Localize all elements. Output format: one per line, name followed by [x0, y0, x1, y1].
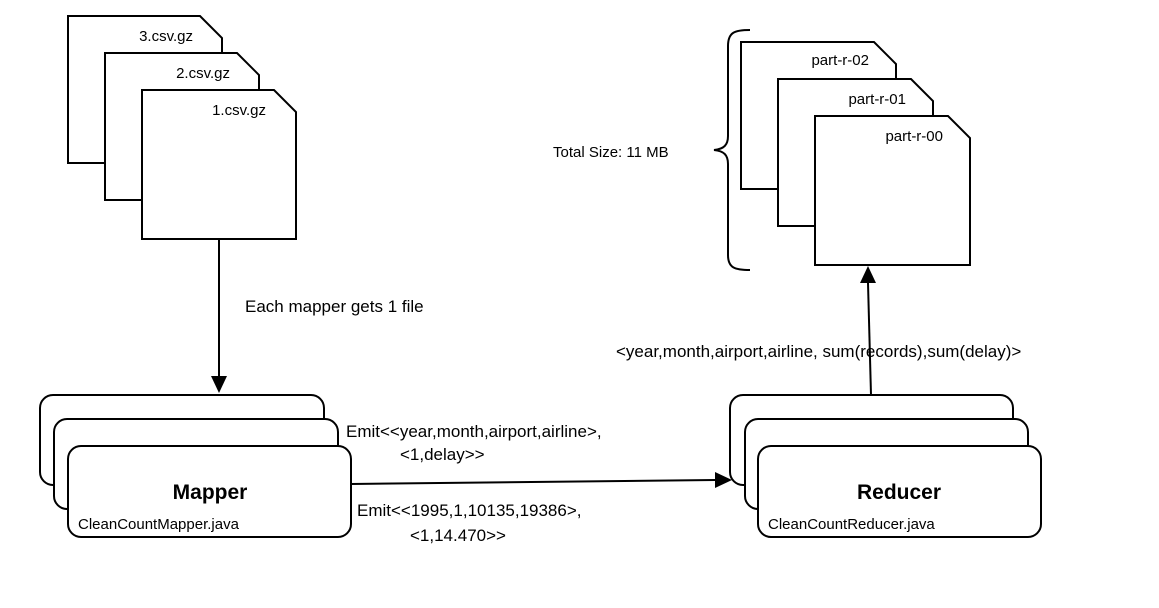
- reducer-stack: Reducer CleanCountReducer.java: [729, 394, 1042, 538]
- input-files-stack: 3.csv.gz 2.csv.gz 1.csv.gz: [67, 15, 297, 240]
- input-file-1-label: 1.csv.gz: [212, 102, 266, 119]
- output-file-02-label: part-r-02: [811, 52, 869, 69]
- output-files-stack: part-r-02 part-r-01 part-r-00: [740, 41, 971, 266]
- emit-schema-line2: <1,delay>>: [400, 445, 485, 464]
- emit-example-line1: Emit<<1995,1,10135,19386>,: [357, 501, 582, 520]
- mapper-box: [67, 445, 352, 538]
- emit-schema-line1: Emit<<year,month,airport,airline>,: [346, 422, 602, 441]
- output-file-00-label: part-r-00: [885, 128, 943, 145]
- input-file-3-label: 3.csv.gz: [139, 28, 193, 45]
- output-file-01-label: part-r-01: [848, 91, 906, 108]
- input-file-2-label: 2.csv.gz: [176, 65, 230, 82]
- reducer-class-name: CleanCountReducer.java: [768, 516, 935, 533]
- emit-example-line2: <1,14.470>>: [410, 526, 506, 545]
- reducer-box: [757, 445, 1042, 538]
- reducer-title: Reducer: [857, 481, 941, 504]
- input-to-mapper-arrow: [211, 239, 227, 393]
- mapper-title: Mapper: [173, 481, 248, 504]
- reducer-to-output-arrow: [860, 266, 876, 396]
- reducer-output-label: <year,month,airport,airline, sum(records…: [616, 342, 1021, 361]
- mapper-stack: Mapper CleanCountMapper.java: [39, 394, 352, 538]
- mapper-to-reducer-arrow: [350, 472, 732, 488]
- split-label: Each mapper gets 1 file: [245, 297, 424, 316]
- input-file-1: 1.csv.gz: [141, 89, 297, 240]
- output-brace-icon: [713, 29, 751, 271]
- mapper-class-name: CleanCountMapper.java: [78, 516, 240, 533]
- output-file-00: part-r-00: [814, 115, 971, 266]
- total-size-label: Total Size: 11 MB: [553, 144, 669, 161]
